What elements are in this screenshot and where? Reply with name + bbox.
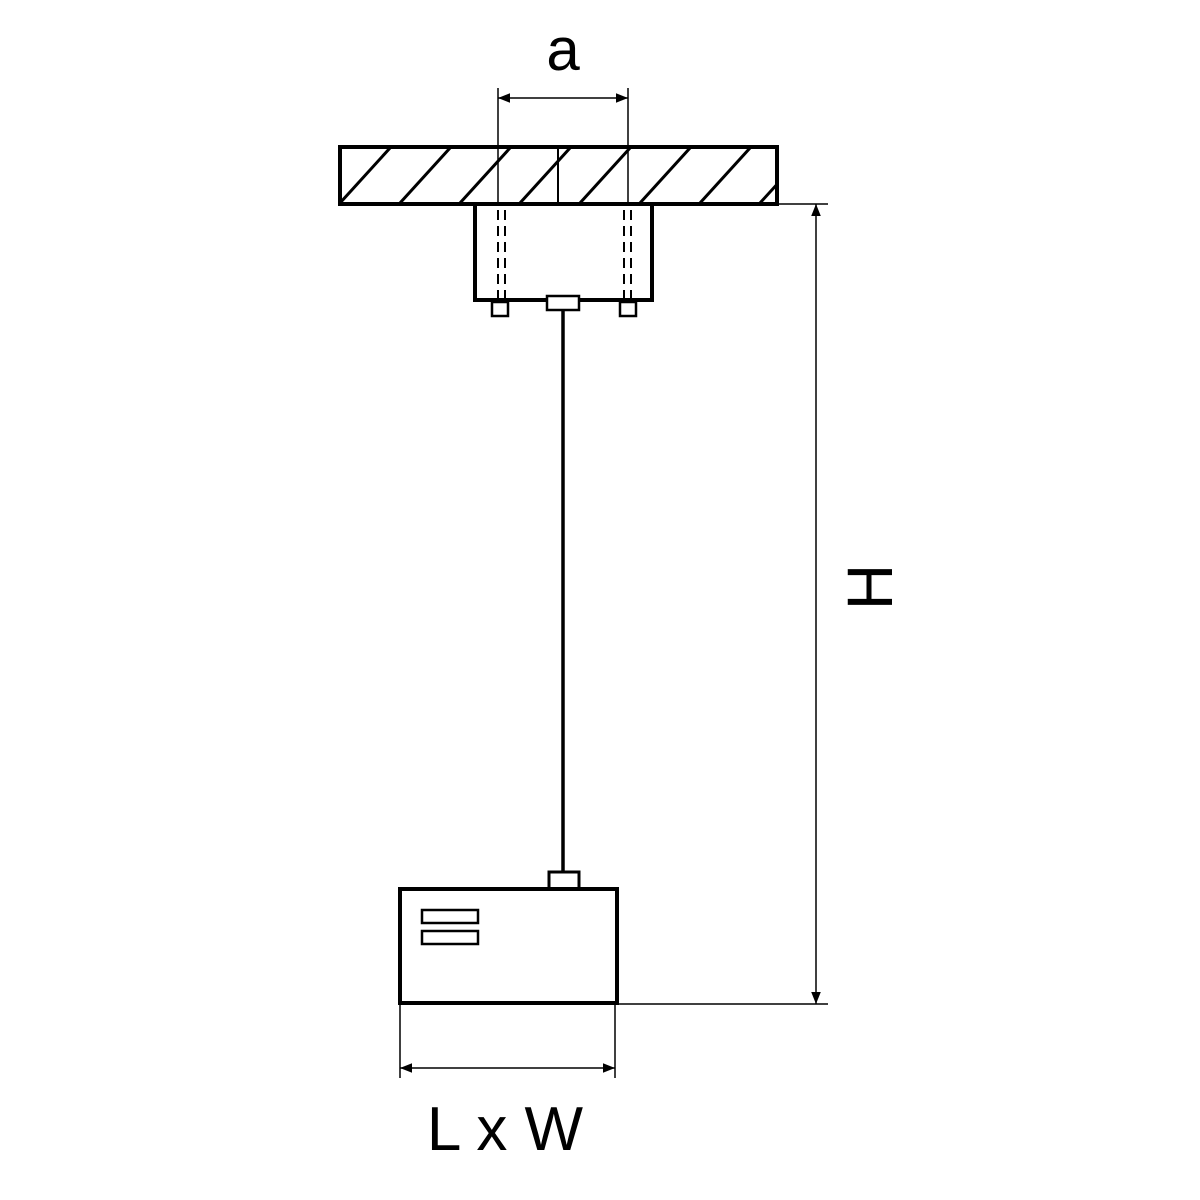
vent-slot-top bbox=[420, 908, 480, 925]
canopy-cable-clamp bbox=[545, 294, 581, 312]
ceiling-hatch bbox=[340, 147, 777, 204]
dimension-lw: L x W bbox=[399, 1004, 616, 1164]
screw-head-left bbox=[490, 300, 510, 318]
dimension-h-label: H bbox=[834, 564, 906, 610]
dimension-lw-label: L x W bbox=[427, 1095, 584, 1164]
screw-head-right bbox=[618, 300, 638, 318]
dimension-h: H bbox=[617, 203, 906, 1005]
vent-slot-bottom bbox=[420, 929, 480, 946]
lamp-body bbox=[398, 870, 619, 1005]
ceiling bbox=[338, 145, 779, 206]
dimension-a-label: a bbox=[546, 16, 580, 83]
canopy bbox=[473, 202, 654, 318]
dimension-a: a bbox=[497, 16, 629, 204]
